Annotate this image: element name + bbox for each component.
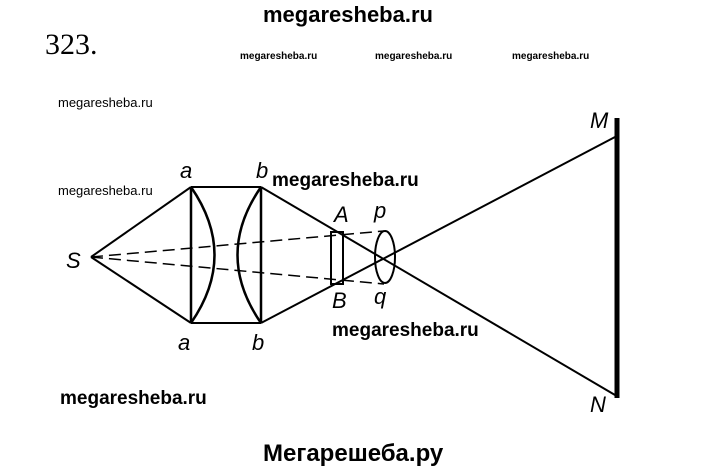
- ray-s-a-top: [90, 186, 192, 258]
- label-b-top: b: [256, 158, 268, 183]
- label-p: p: [373, 198, 386, 223]
- small-watermark: megaresheba.ru: [512, 51, 590, 62]
- dashed-ray-p: [90, 230, 385, 258]
- objective-lens-pq: [374, 230, 396, 284]
- dashed-ray-q: [90, 256, 385, 285]
- diagram-watermark: megaresheba.ru: [272, 170, 419, 191]
- diagram-watermark: megaresheba.ru: [332, 320, 479, 341]
- label-B: B: [332, 288, 347, 313]
- diagram-watermark: megaresheba.ru: [60, 388, 207, 409]
- label-q: q: [374, 284, 387, 309]
- small-watermark: megaresheba.ru: [240, 51, 318, 62]
- side-watermark: megaresheba.ru: [58, 183, 153, 198]
- label-M: M: [590, 108, 609, 133]
- lens-a-curve: [189, 186, 216, 324]
- ray-s-a-bottom: [90, 256, 192, 324]
- problem-number: 323.: [45, 28, 98, 61]
- small-watermark: megaresheba.ru: [375, 51, 453, 62]
- label-a-top: a: [180, 158, 192, 183]
- label-a-bottom: a: [178, 330, 190, 355]
- label-N: N: [590, 392, 606, 417]
- footer-watermark: Мегарешеба.ру: [263, 440, 444, 467]
- slide-ab: [330, 231, 344, 285]
- ray-b-top-to-n: [260, 186, 616, 396]
- label-s: S: [66, 248, 81, 273]
- label-b-bottom: b: [252, 330, 264, 355]
- side-watermark: megaresheba.ru: [58, 95, 153, 110]
- lens-b-curve: [236, 186, 263, 324]
- header-watermark: megaresheba.ru: [263, 2, 433, 27]
- label-A: A: [332, 202, 349, 227]
- ray-b-bottom-to-m: [260, 136, 616, 324]
